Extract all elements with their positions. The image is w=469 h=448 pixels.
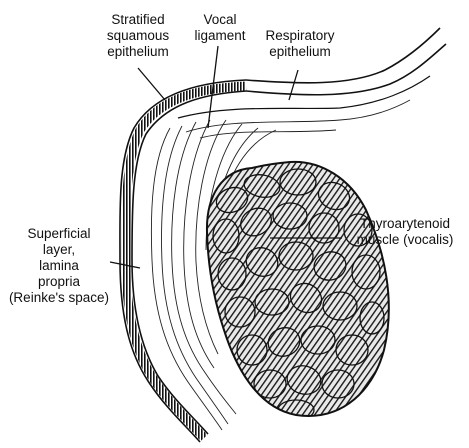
thyroarytenoid-muscle (207, 162, 389, 420)
label-vocal-ligament: Vocal ligament (184, 12, 256, 44)
leader-stratified (138, 68, 165, 100)
label-stratified-squamous-epithelium: Stratified squamous epithelium (92, 12, 184, 60)
label-superficial-layer-lamina-propria: Superficial layer, lamina propria (Reink… (4, 226, 114, 306)
label-thyroarytenoid-muscle: Thyroarytenoid muscle (vocalis) (344, 216, 466, 248)
leader-respiratory (289, 70, 298, 100)
label-respiratory-epithelium: Respiratory epithelium (252, 28, 348, 60)
